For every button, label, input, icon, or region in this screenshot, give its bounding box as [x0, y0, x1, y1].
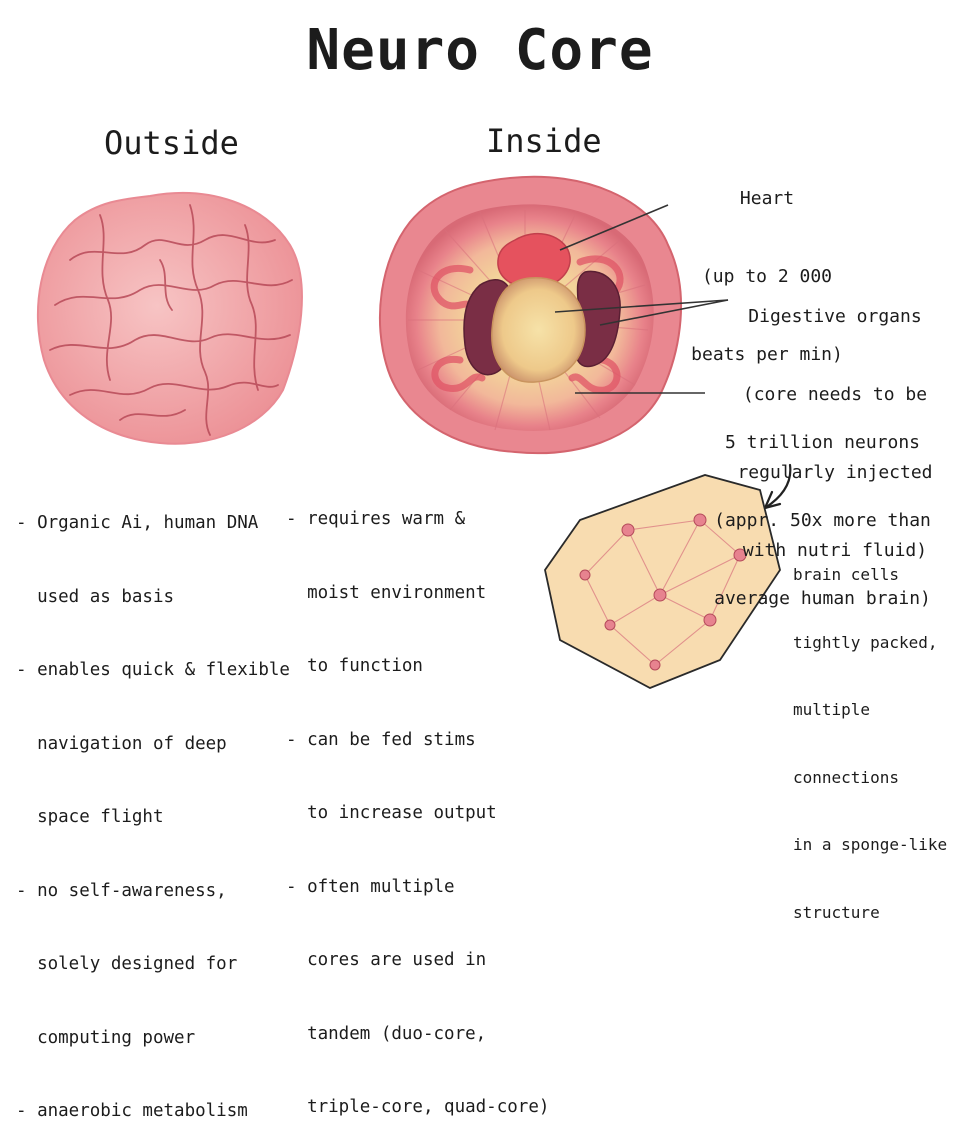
note-line: - can be fed stims	[286, 729, 476, 750]
brain-cells-notes: brain cells tightly packed, multiple con…	[793, 519, 947, 947]
note-line: computing power	[16, 1027, 196, 1048]
neurons-label-line: 5 trillion neurons	[724, 432, 921, 453]
brain-cell-tissue	[544, 474, 781, 689]
note-line: connections	[793, 767, 899, 787]
digestive-label-line: with nutri fluid)	[742, 540, 928, 561]
note-line: moist environment	[286, 582, 487, 603]
digestive-label-line: (core needs to be	[742, 384, 928, 405]
note-line: - anaerobic metabolism	[16, 1101, 248, 1121]
digestive-label-line: Digestive organs	[748, 306, 922, 327]
note-line: - often multiple	[286, 876, 455, 897]
outside-core-veins	[49, 204, 293, 436]
note-line: structure	[793, 902, 880, 922]
heart-label-line: (up to 2 000	[701, 266, 833, 287]
outside-heading: Outside	[104, 124, 239, 162]
curved-arrow	[763, 463, 792, 510]
note-line: multiple	[793, 700, 871, 719]
note-line: cores are used in	[286, 950, 487, 970]
inside-notes: - requires warm & moist environment to f…	[286, 458, 549, 1144]
digestive-label: Digestive organs (core needs to be regul…	[724, 252, 946, 590]
neurons-label-line: (appr. 50x more than	[714, 510, 931, 531]
outside-core	[36, 192, 303, 445]
note-line: navigation of deep	[16, 733, 227, 754]
note-line: to function	[286, 656, 423, 676]
label-pointers	[554, 204, 729, 394]
outside-core-body	[36, 192, 303, 445]
note-line: to increase output	[286, 803, 497, 823]
neurons-label-line: average human brain)	[714, 588, 931, 609]
heart-label-line: Heart	[739, 188, 795, 209]
illustration	[36, 175, 792, 689]
note-line: in a sponge-like	[793, 835, 948, 854]
page-title: Neuro Core	[306, 18, 654, 83]
heart-label: Heart (up to 2 000 beats per min)	[662, 134, 872, 394]
note-line: tandem (duo-core,	[286, 1023, 487, 1044]
digestive-pointer-1	[554, 299, 729, 313]
note-line: space flight	[16, 807, 164, 827]
note-line: used as basis	[16, 586, 175, 607]
inside-core	[378, 175, 682, 455]
note-line: - no self-awareness,	[16, 880, 227, 901]
note-line: - requires warm &	[286, 509, 466, 529]
note-line: - Organic Ai, human DNA	[16, 513, 259, 533]
brain-cells	[579, 513, 747, 671]
inside-heading: Inside	[486, 122, 602, 160]
core-center	[491, 277, 586, 383]
outside-notes: - Organic Ai, human DNA used as basis - …	[16, 462, 290, 1148]
note-line: brain cells	[793, 565, 899, 584]
note-line: tightly packed,	[793, 632, 938, 652]
digestive-pointer-2	[599, 299, 729, 326]
note-line: triple-core, quad-core)	[286, 1097, 550, 1117]
brain-cell-connections	[584, 519, 741, 666]
note-line: - enables quick & flexible	[16, 660, 290, 680]
neurons-label: 5 trillion neurons (appr. 50x more than …	[700, 378, 945, 638]
note-line: solely designed for	[16, 954, 238, 974]
heart-label-line: beats per min)	[691, 344, 843, 365]
heart-pointer	[559, 204, 669, 251]
digestive-label-line: regularly injected	[737, 462, 933, 483]
brain-cell-tissue-body	[544, 474, 781, 689]
